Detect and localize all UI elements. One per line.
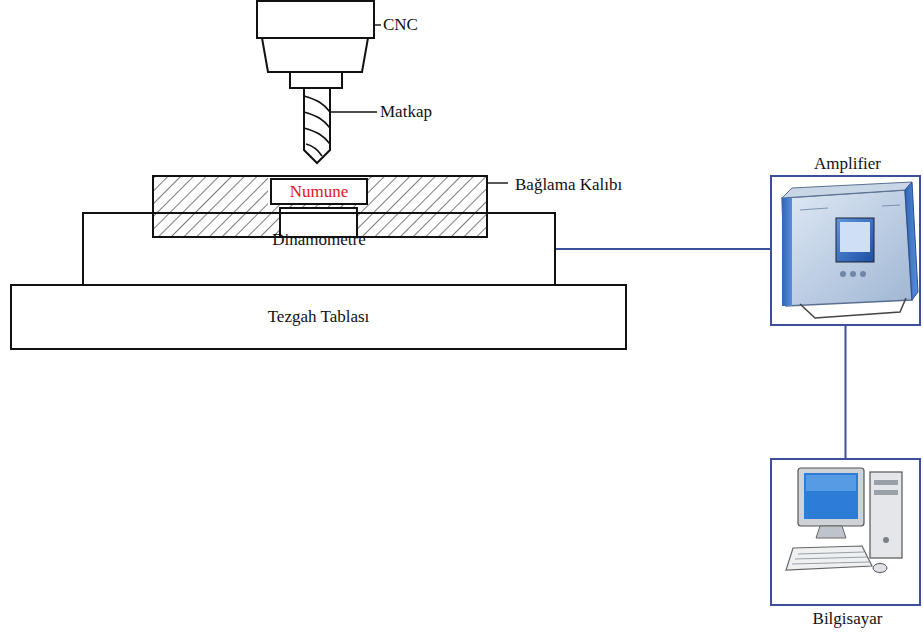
sample-box: Numune [270,178,368,205]
leader-line [488,182,508,183]
node-label: Dinamometre [272,230,365,250]
signal-cable [845,326,847,458]
cnc-spindle [257,1,374,88]
part-label: Matkap [380,102,432,122]
clamping-die: Bağlama KalıbıNumune [152,175,488,238]
signal-cable [556,248,770,250]
amplifier-device [782,182,918,318]
die-hatching [153,176,487,237]
node-label: Bağlama Kalıbı [515,175,622,195]
amplifier-frame: Amplifier [770,175,921,326]
leader-line [331,111,377,112]
node-label: Tezgah Tablası [268,307,370,327]
node-label: Amplifier [814,154,881,174]
machine-label: CNC [383,15,418,35]
drill-bit [304,88,330,163]
node-label: Bilgisayar [813,609,883,629]
dynamometer-box: Dinamometre [82,212,556,286]
machine-table: Tezgah Tablası [10,284,627,350]
leader-line [374,24,381,25]
node-label: Numune [290,182,349,202]
computer-illustration [786,468,902,573]
computer-frame: Bilgisayar [770,458,921,606]
